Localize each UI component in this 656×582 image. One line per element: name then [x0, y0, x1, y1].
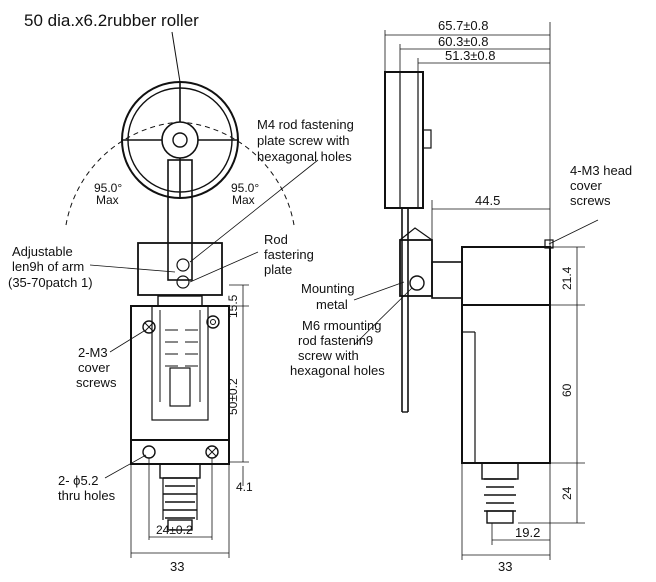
lever-arm: [167, 159, 193, 281]
dim-60-vertical: 60: [560, 383, 574, 397]
front-view: [65, 31, 319, 558]
dim-33-left: 33: [170, 559, 184, 574]
m4-label-line2: plate screw with: [257, 133, 349, 148]
side-housing: [461, 246, 551, 306]
cover-screws-label-line1: 2-M3: [78, 345, 108, 360]
dim-51-3: 51.3±0.8: [445, 48, 496, 63]
m6-label-line4: hexagonal holes: [290, 363, 385, 378]
m6-label-line2: rod fastenin9: [298, 333, 373, 348]
angle-right-max: Max: [232, 193, 255, 207]
m6-label-line3: screw with: [298, 348, 359, 363]
mounting-metal-label-line2: metal: [316, 297, 348, 312]
cover-screws-label-line3: screws: [76, 375, 117, 390]
dim-33-right: 33: [498, 559, 512, 574]
head-screws-label-line1: 4-M3 head: [570, 163, 632, 178]
dim-44-5: 44.5: [475, 193, 500, 208]
dim-19-2: 19.2: [515, 525, 540, 540]
m6-label-line1: M6 rmounting: [302, 318, 381, 333]
roller-hub: [161, 121, 199, 159]
text-layer: 50 dia.x6.2rubber roller M4 rod fastenin…: [8, 11, 632, 574]
thru-holes-label-line1: 2- ϕ5.2: [58, 473, 99, 488]
dim-50: 50±0.2: [226, 378, 240, 415]
dim-60-3: 60.3±0.8: [438, 34, 489, 49]
head-screws-label-line3: screws: [570, 193, 611, 208]
head-screws-label-line2: cover: [570, 178, 602, 193]
dim-65-7: 65.7±0.8: [438, 18, 489, 33]
rod-plate-label-line3: plate: [264, 262, 292, 277]
cover-screws-label-line2: cover: [78, 360, 110, 375]
dim-4-1: 4.1: [236, 480, 253, 494]
rod-plate-label-line2: fastering: [264, 247, 314, 262]
dim-24-vertical: 24: [560, 486, 574, 500]
dim-15-5: 15.5: [226, 294, 240, 318]
adjustable-label-line2: len9h of arm: [12, 259, 84, 274]
angle-right: 95.0°: [231, 181, 259, 195]
dim-24-width: 24±0.2: [156, 523, 193, 537]
rod-plate-label-line1: Rod: [264, 232, 288, 247]
m4-label-line1: M4 rod fastening: [257, 117, 354, 132]
adjustable-label-line1: Adjustable: [12, 244, 73, 259]
mounting-metal: [399, 239, 433, 297]
thru-holes-label-line2: thru holes: [58, 488, 116, 503]
roller-side: [384, 71, 424, 209]
adjustable-label-line3: (35-70patch 1): [8, 275, 93, 290]
switch-base: [130, 439, 230, 465]
angle-left-max: Max: [96, 193, 119, 207]
dim-21-4: 21.4: [560, 266, 574, 290]
m4-label-line3: hexagonal holes: [257, 149, 352, 164]
side-view: [353, 22, 599, 560]
mounting-metal-label-line1: Mounting: [301, 281, 354, 296]
angle-left: 95.0°: [94, 181, 122, 195]
roller-label: 50 dia.x6.2rubber roller: [24, 11, 199, 30]
